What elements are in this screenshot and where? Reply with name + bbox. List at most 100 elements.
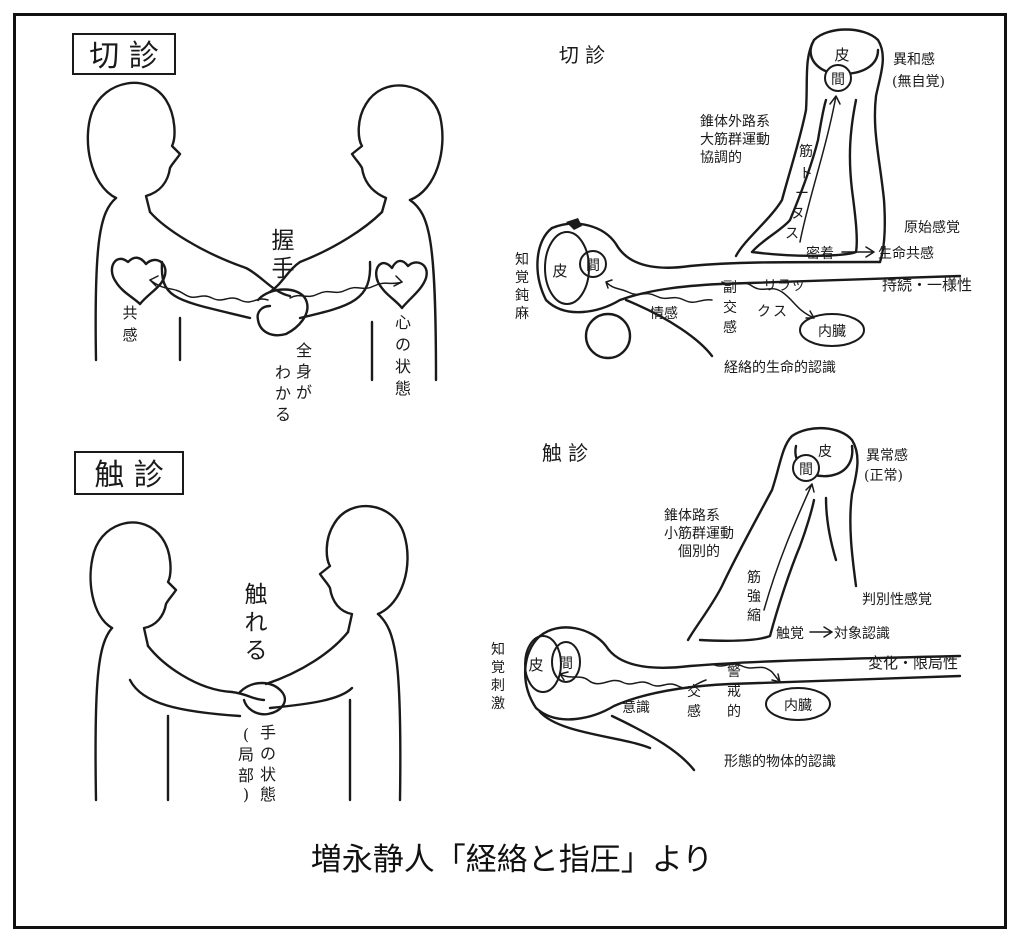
zenshin-char-3: が	[296, 383, 312, 402]
shigeki-char-4: 激	[491, 695, 505, 712]
tonus-char-3: ー	[795, 186, 809, 202]
right-heart	[375, 259, 428, 310]
brain-tube2-outer	[686, 426, 859, 642]
iwakan: 異和感	[893, 51, 935, 68]
kyokubu-char-1: (	[243, 725, 249, 744]
taisho-ninshiki: 対象認識	[834, 626, 890, 642]
shoku-neural-diagram: 触 診 皮 間 異常感 (正常) 錐体路系 小筋群運動 個別的 筋 強 縮 判別…	[491, 426, 962, 772]
kyokan-char-1: 共	[122, 304, 137, 322]
setsu-diagram-title: 切 診	[559, 43, 605, 67]
ishiki-wave	[559, 671, 707, 689]
te-char-4: 態	[260, 785, 276, 804]
donma-char-1: 知	[515, 251, 529, 268]
keikai-char-3: 的	[727, 704, 741, 720]
keikai-wave	[711, 663, 781, 683]
brain-tube2-inner	[698, 496, 838, 642]
relax-char-1: リ	[763, 278, 777, 294]
te-char-3: 状	[260, 765, 276, 784]
spine-arrow-up	[799, 95, 841, 243]
kyokubu-char-3: 部	[238, 766, 254, 785]
te-char-2: の	[260, 744, 276, 763]
donma-char-3: 鈍	[515, 288, 529, 304]
kokan-char-2: 感	[687, 703, 701, 720]
top-round-muscle	[584, 312, 632, 360]
relax-char-2: ラ	[777, 278, 791, 294]
kokoro-char-2: の	[395, 335, 411, 354]
tonus-char-2: ト	[799, 166, 813, 182]
mitchaku: 密着	[806, 245, 834, 262]
top-brain-hi: 皮	[834, 46, 849, 64]
touching-hands	[238, 681, 287, 716]
kokan-char-1: 交	[687, 683, 701, 700]
bottom-naizo-ellipse	[765, 687, 831, 721]
wakaru-char-2: か	[275, 384, 291, 403]
fuku-char-2: 交	[723, 299, 737, 316]
donma-char-4: 麻	[515, 306, 529, 322]
tonus-char-4: ヌ	[791, 206, 805, 222]
shokkaku-arrow	[809, 626, 833, 638]
brain-tube-inner	[750, 98, 858, 257]
shoku-title-box	[74, 451, 184, 495]
shokkaku: 触覚	[776, 626, 804, 642]
pathway2-line-1: 錐体路系	[664, 508, 720, 524]
jokan: 情感	[650, 305, 678, 322]
left-person-head	[86, 81, 182, 214]
tonus-char-5: ス	[785, 226, 799, 242]
keiraku-seimei: 経絡的生命的認識	[724, 359, 836, 376]
setsu-handshake-figure: 切 診 握 手 共 感 心 の 状 態 全 身 が わ か る	[72, 33, 444, 424]
pathway2-line-3: 個別的	[678, 544, 720, 560]
kyoshuku-char-3: 縮	[747, 608, 761, 624]
keitai-butsutai: 形態的物体的認識	[724, 754, 836, 770]
akushu-char-1: 握	[272, 228, 295, 254]
relax-char-5: ス	[773, 304, 787, 320]
top-peri-kan: 間	[586, 258, 600, 274]
left-person2-head	[89, 521, 178, 648]
fureru-char-1: 触	[245, 582, 268, 608]
jokan-wave	[605, 279, 713, 303]
outer-frame	[13, 13, 1007, 929]
setsu-title-box	[72, 33, 176, 75]
zenshin-char-1: 全	[296, 341, 312, 360]
kyokubu-char-4: )	[243, 785, 249, 804]
akushu-char-2: 手	[272, 256, 295, 282]
bottom-peri-kan: 間	[559, 656, 573, 672]
top-blot-mark	[566, 218, 582, 230]
keikai-char-2: 戒	[727, 684, 741, 700]
shigeki-char-2: 覚	[491, 660, 505, 676]
fuku-char-1: 副	[723, 280, 737, 296]
top-periphery-upper	[550, 222, 882, 269]
pathway-line-2: 大筋群運動	[700, 131, 770, 148]
tonus-char-1: 筋	[799, 143, 813, 160]
brain-tube-outer	[734, 28, 886, 264]
spine2-arrow-up	[763, 483, 815, 611]
bottom-naizo: 内臓	[784, 698, 812, 714]
seimei-kyokan: 生命共感	[878, 245, 934, 262]
zenshin-char-2: 身	[296, 362, 312, 381]
right-person2-head	[318, 504, 409, 634]
shoku-diagram-title: 触 診	[542, 441, 588, 465]
bottom-brain-hi: 皮	[818, 444, 832, 460]
setsu-neural-diagram: 切 診 皮 間 異和感 (無自覚) 錐体外路系 大筋群運動 協調的 筋 ト ー …	[515, 28, 972, 376]
shigeki-char-1: 知	[491, 641, 505, 658]
genshi-kankaku: 原始感覚	[904, 219, 960, 236]
right-person-head	[350, 84, 444, 214]
keikai-char-1: 警	[727, 664, 741, 680]
jizoku: 持続・一様性	[882, 276, 972, 294]
seijo: (正常)	[864, 468, 903, 484]
pathway2-line-2: 小筋群運動	[664, 525, 734, 542]
shoku-title: 触 診	[94, 458, 164, 493]
clasped-hands	[256, 288, 309, 337]
relax-char-4: ク	[757, 304, 771, 320]
mujikaku: (無自覚)	[892, 74, 945, 90]
right-person-body	[268, 198, 438, 382]
left-person2-body	[94, 626, 266, 802]
top-brain-kan: 間	[831, 72, 845, 88]
bottom-brain-kan: 間	[799, 462, 813, 478]
fureru-char-2: れ	[245, 610, 268, 636]
kyoshuku-char-1: 筋	[747, 569, 761, 586]
wakaru-char-3: る	[275, 405, 291, 424]
source-caption: 増永静人「経絡と指圧」より	[311, 842, 713, 878]
relax-char-3: ッ	[791, 278, 805, 294]
kyokubu-char-2: 局	[238, 745, 254, 764]
